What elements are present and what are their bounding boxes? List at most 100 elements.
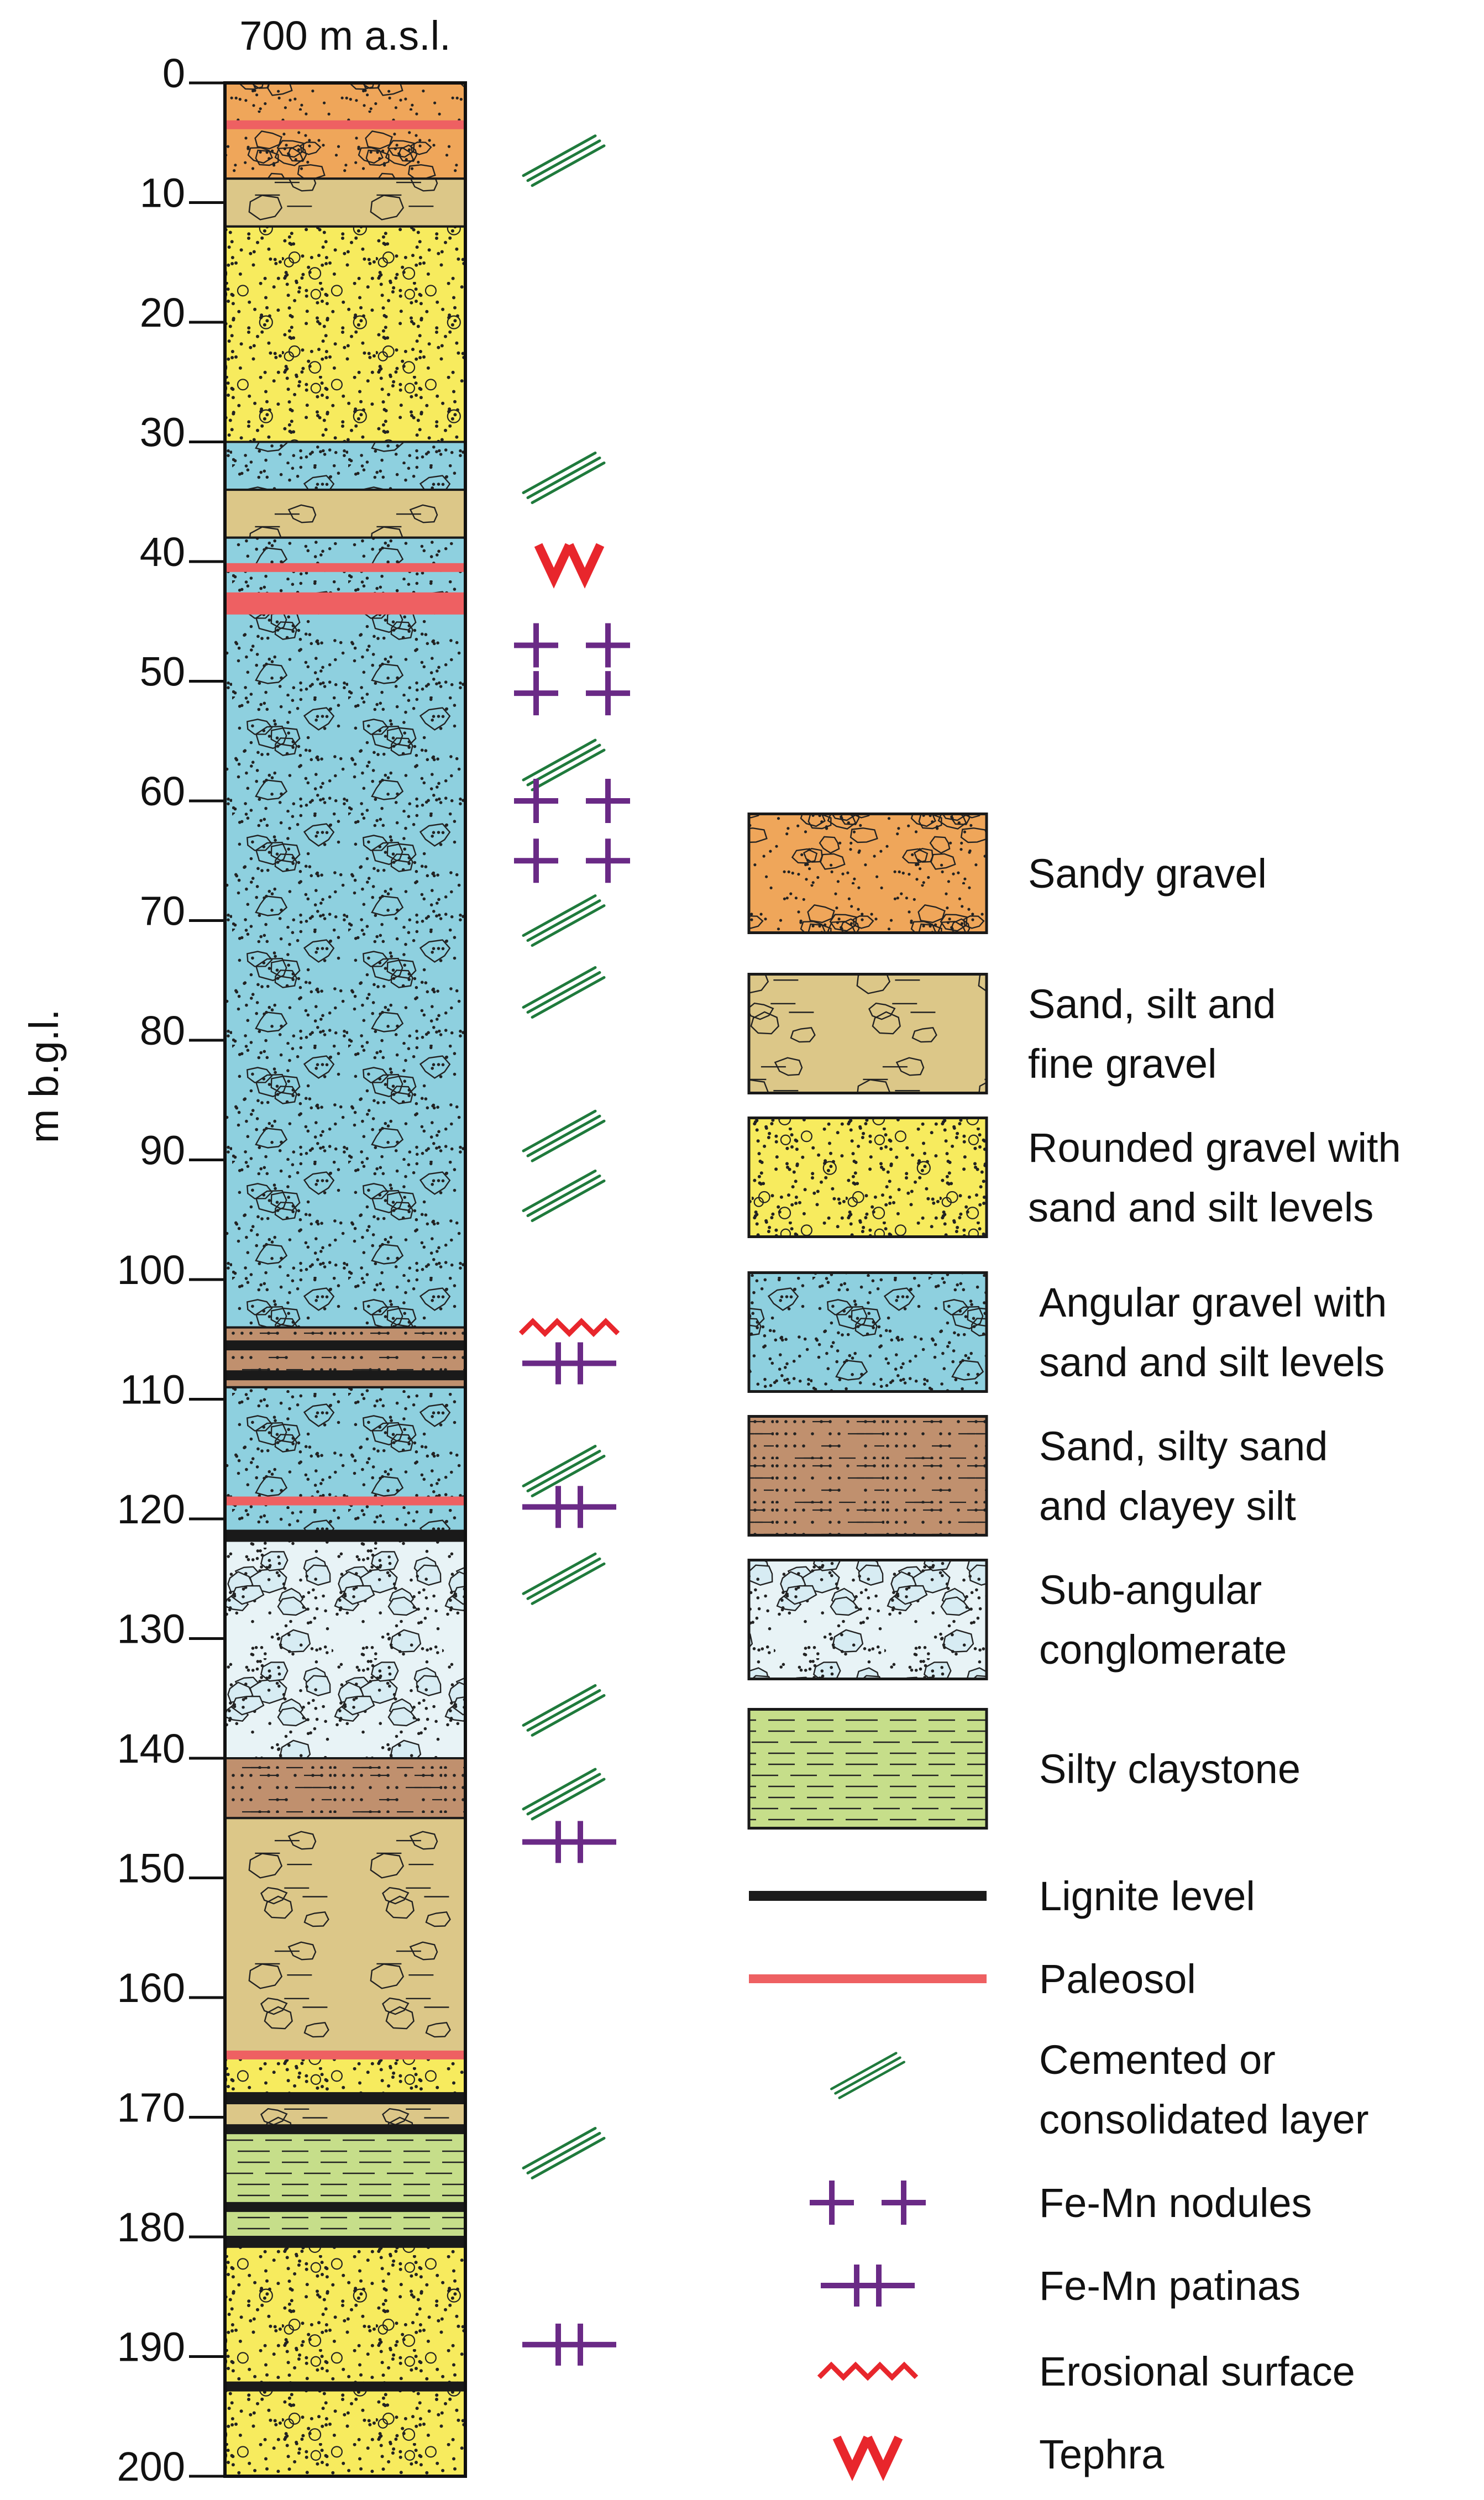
cemented-layer-icon: [522, 738, 606, 792]
lithology-unit-rounded_gravel: [224, 225, 466, 443]
cemented-layer-icon: [522, 1444, 606, 1497]
legend-item-label: conglomerate: [1039, 1627, 1287, 1673]
axis-tick-label: 10: [140, 170, 185, 216]
lignite-level: [225, 1340, 465, 1351]
cemented-layer-icon: [522, 134, 606, 187]
fe-mn-patinas-icon: [522, 1486, 616, 1528]
legend-item-cemented: Cemented or consolidated layer: [830, 2037, 1368, 2142]
lithology-unit-sand_silt_fine_gravel: [224, 177, 466, 228]
paleosol-band: [225, 592, 465, 615]
legend-item-fe_mn_nodules: Fe-Mn nodules: [810, 2180, 1312, 2226]
legend-item-label: Erosional surface: [1039, 2349, 1355, 2394]
legend-item-silty_claystone: Silty claystone: [747, 1708, 1301, 1830]
legend-item-label: Lignite level: [1039, 1873, 1255, 1919]
legend-item-sandy_gravel: Sandy gravel: [747, 813, 1267, 934]
fe-mn-nodules-icon: [810, 2181, 926, 2225]
legend-item-label: Sandy gravel: [1028, 851, 1267, 897]
lignite-level: [225, 2124, 465, 2135]
erosional-surface-icon: [518, 1318, 620, 1337]
legend-swatch: [747, 1415, 988, 1537]
lignite-level: [225, 1370, 465, 1381]
lithology-unit-sub_angular_conglomerate: [224, 1529, 466, 1759]
legend-item-label: sand and silt levels: [1028, 1185, 1373, 1230]
axis-tick-label: 100: [117, 1247, 185, 1293]
axis-tick-label: 90: [140, 1128, 185, 1173]
legend-swatch: [747, 973, 988, 1094]
legend-item-label: Rounded gravel with: [1028, 1125, 1401, 1171]
legend-item-label: Fe-Mn patinas: [1039, 2263, 1301, 2309]
fe-mn-patinas-icon: [522, 2323, 616, 2366]
legend-item-sub_angular_conglomerate: Sub-angular conglomerate: [747, 1559, 1287, 1680]
legend-item-label: Cemented or: [1039, 2037, 1276, 2083]
lithology-unit-angular_gravel: [224, 441, 466, 491]
cemented-layer-icon: [522, 1169, 606, 1222]
lithology-column: [223, 81, 467, 2478]
cemented-layer-icon: [522, 1684, 606, 1737]
lithology-unit-angular_gravel: [224, 536, 466, 1329]
paleosol-band: [225, 1496, 465, 1506]
cemented-layer-icon: [830, 2052, 905, 2099]
fe-mn-patinas-icon: [522, 1821, 616, 1863]
axis-tick-label: 80: [140, 1008, 185, 1054]
axis-tick-label: 40: [140, 529, 185, 575]
axis-tick-label: 0: [162, 50, 185, 96]
axis-tick-label: 110: [120, 1367, 185, 1413]
legend-item-erosional: Erosional surface: [817, 2349, 1355, 2394]
cemented-layer-icon: [522, 2126, 606, 2179]
depth-axis: 0102030405060708090100110120130140150160…: [21, 13, 451, 2489]
legend-swatch: [747, 813, 988, 934]
legend-swatch: [747, 1271, 988, 1393]
legend-item-label: Sand, silty sand: [1039, 1423, 1328, 1469]
paleosol-band: [225, 2050, 465, 2059]
legend-swatch: [747, 1708, 988, 1830]
legend-item-label: Sub-angular: [1039, 1567, 1262, 1613]
legend-swatch: [747, 1117, 988, 1238]
lignite-level: [225, 2381, 465, 2392]
legend-item-label: consolidated layer: [1039, 2097, 1368, 2142]
legend-item-label: Silty claystone: [1039, 1746, 1301, 1792]
legend-item-label: Angular gravel with: [1039, 1280, 1387, 1325]
axis-tick-label: 160: [117, 1965, 185, 2011]
lignite-level: [225, 2094, 465, 2105]
legend-item-label: Sand, silt and: [1028, 981, 1276, 1027]
fe-mn-nodules-icon: [514, 838, 630, 883]
legend-item-fe_mn_patinas: Fe-Mn patinas: [821, 2263, 1301, 2309]
cemented-layer-icon: [522, 894, 606, 947]
erosional-surface-icon: [817, 2361, 919, 2381]
axis-tick-label: 120: [117, 1486, 185, 1532]
axis-tick-label: 130: [117, 1606, 185, 1652]
legend-item-label: Fe-Mn nodules: [1039, 2180, 1312, 2226]
lignite-level: [225, 2202, 465, 2212]
cemented-layer-icon: [522, 1109, 606, 1162]
lithology-unit-sandy_gravel: [224, 82, 466, 180]
cemented-layer-icon: [522, 966, 606, 1019]
axis-tick-label: 150: [117, 1846, 185, 1891]
fe-mn-patinas-icon: [522, 1342, 616, 1385]
symbol-column: [514, 134, 630, 2366]
axis-tick-label: 200: [117, 2444, 185, 2489]
depth-axis-label: m b.g.l.: [21, 1009, 67, 1144]
axis-tick-label: 180: [117, 2204, 185, 2250]
fe-mn-nodules-icon: [514, 779, 630, 823]
paleosol-band: [225, 120, 465, 129]
lithology-unit-sand_silt_fine_gravel: [224, 489, 466, 539]
legend-item-label: Tephra: [1039, 2431, 1165, 2477]
axis-tick-label: 190: [117, 2324, 185, 2370]
legend-item-paleosol: Paleosol: [749, 1956, 1196, 2002]
lignite-level: [225, 1532, 465, 1542]
legend-item-label: Paleosol: [1039, 1956, 1196, 2002]
fe-mn-patinas-icon: [821, 2265, 915, 2307]
legend-item-label: sand and silt levels: [1039, 1339, 1385, 1385]
cemented-layer-icon: [522, 1768, 606, 1821]
legend-item-lignite: Lignite level: [749, 1873, 1255, 1919]
lithology-unit-sand_silt_fine_gravel: [224, 1817, 466, 2059]
axis-tick-label: 170: [117, 2085, 185, 2131]
axis-tick-label: 30: [140, 410, 185, 455]
cemented-layer-icon: [522, 1552, 606, 1605]
lignite-level: [225, 2237, 465, 2248]
legend-swatch: [747, 1559, 988, 1680]
